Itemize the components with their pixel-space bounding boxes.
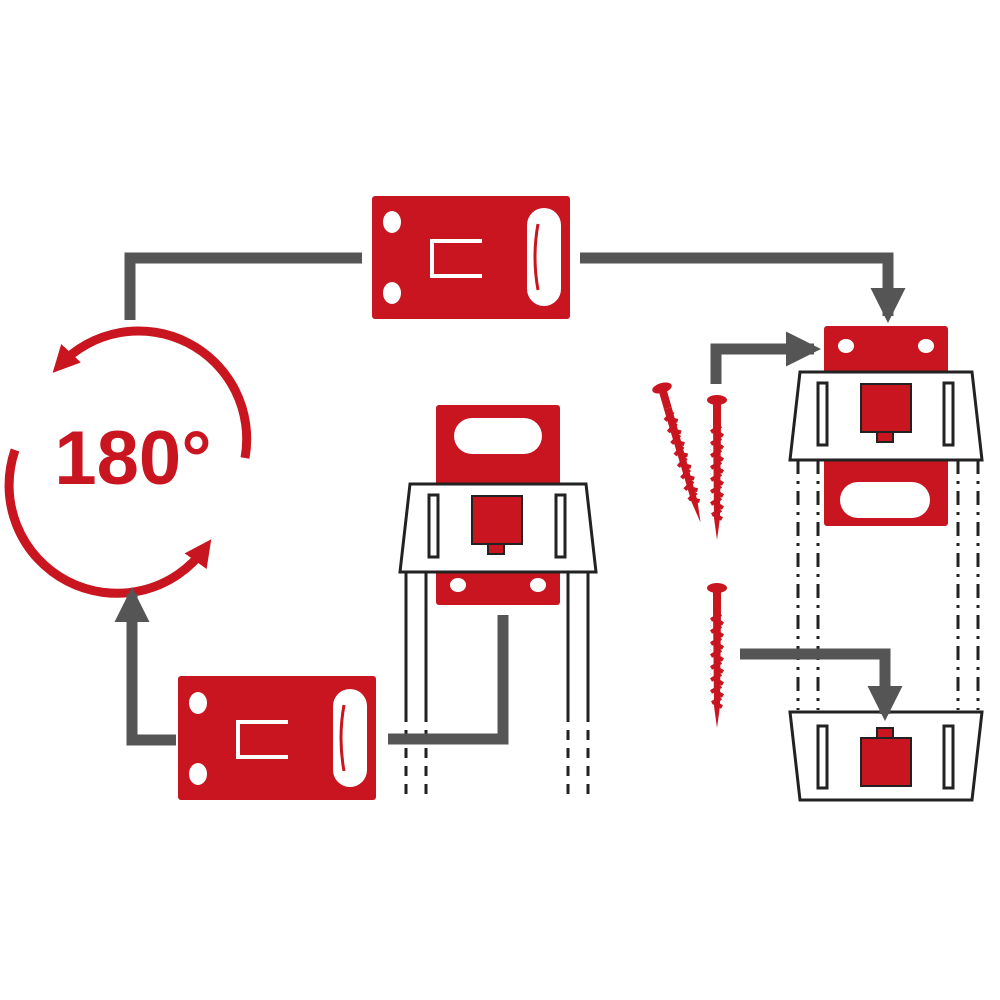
arrow-middle-to-left-bracket <box>388 615 509 745</box>
frame-assembly-right <box>788 326 984 802</box>
arrow-screw-to-bottom-clip <box>740 648 903 722</box>
frame-with-bracket-middle <box>398 405 598 800</box>
wood-screw-icon <box>649 378 713 528</box>
arrow-up-to-rotation <box>114 586 176 746</box>
wood-screw-icon <box>705 393 729 542</box>
rotation-label: 180° <box>54 416 211 501</box>
wood-screw-icon <box>705 581 729 730</box>
bracket-top <box>372 196 570 319</box>
arrow-top-to-right-frame <box>580 252 906 324</box>
process-arrows <box>114 252 906 746</box>
arrow-screws-to-bracket <box>710 331 822 384</box>
arrow-rotation-to-top <box>124 252 362 320</box>
bracket-bottom-left <box>178 676 376 800</box>
rotate-180-arrows-icon <box>4 326 252 598</box>
